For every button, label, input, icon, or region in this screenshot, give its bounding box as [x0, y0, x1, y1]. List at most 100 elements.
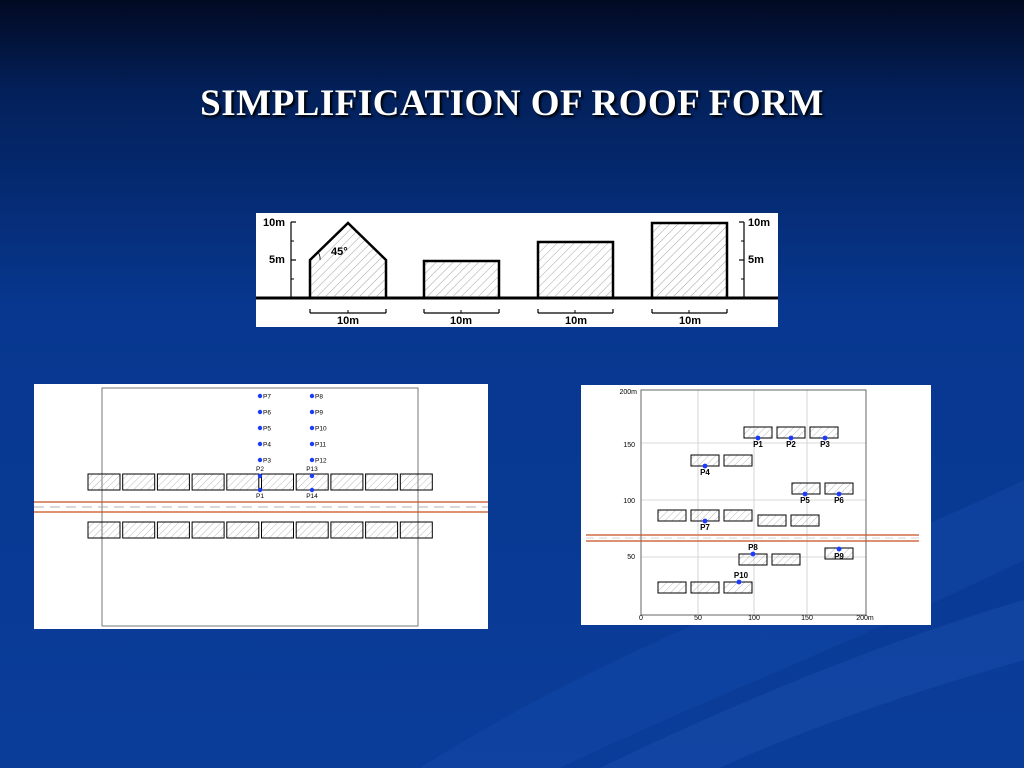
- receiver-point-p9: [309, 409, 315, 415]
- building-row2-9: [365, 521, 399, 539]
- x-tick-100: 100: [748, 615, 760, 622]
- building-row1-3: [156, 473, 190, 491]
- left-axis-top-label: 10m: [263, 217, 285, 229]
- receiver-point-p12: [309, 457, 315, 463]
- receiver-point-p2: [257, 473, 263, 479]
- flat-roof-building-10m: [650, 221, 729, 300]
- receiver-point-p7: [257, 393, 263, 399]
- receiver-point-p10: [309, 425, 315, 431]
- flat-roof-building-7m: [536, 240, 615, 300]
- building-11: [757, 514, 787, 527]
- flat-roof-building-5m: [422, 259, 501, 300]
- building-row1-5: [226, 473, 260, 491]
- plot-frame: [640, 389, 867, 616]
- receiver-point-p13: [309, 473, 315, 479]
- receiver-label-p5: P5: [263, 426, 271, 433]
- receiver-point-p4: [257, 441, 263, 447]
- receiver-label-p12: P12: [315, 458, 327, 465]
- building-row1-9: [365, 473, 399, 491]
- building-row2-3: [156, 521, 190, 539]
- left-axis-mid-label: 5m: [269, 254, 285, 266]
- receiver-label-p8: P8: [315, 394, 323, 401]
- width-dimension-4: 10m: [651, 309, 728, 327]
- building-row2-8: [330, 521, 364, 539]
- building-8: [657, 509, 687, 522]
- receiver-point-p1: [755, 435, 761, 441]
- receiver-label-p14: P14: [306, 493, 318, 500]
- receiver-label-p8: P8: [748, 543, 758, 552]
- receiver-label-p1: P1: [753, 440, 763, 449]
- road: [34, 501, 488, 513]
- receiver-label-p7: P7: [263, 394, 271, 401]
- building-17: [690, 581, 720, 594]
- width-dimension-2: 10m: [423, 309, 500, 327]
- receiver-point-p10: [736, 579, 742, 585]
- y-tick-100: 100: [623, 498, 635, 505]
- receiver-point-p1: [257, 487, 263, 493]
- receiver-label-p2: P2: [786, 440, 796, 449]
- receiver-point-p5: [257, 425, 263, 431]
- gable-roof-building: [308, 221, 388, 300]
- receiver-label-p4: P4: [263, 442, 271, 449]
- y-tick-50: 50: [627, 554, 635, 561]
- receiver-label-p9: P9: [315, 410, 323, 417]
- left-height-axis: 10m 5m: [263, 217, 296, 298]
- road: [586, 534, 919, 542]
- grid-lines: [641, 390, 866, 615]
- receiver-label-p4: P4: [700, 468, 710, 477]
- receiver-point-p11: [309, 441, 315, 447]
- receiver-label-p6: P6: [834, 496, 844, 505]
- roof-angle-label: 45°: [331, 246, 348, 258]
- receiver-label-p11: P11: [315, 442, 326, 449]
- x-tick-0: 0: [639, 615, 643, 622]
- receiver-point-p8: [750, 551, 756, 557]
- receiver-point-p4: [702, 463, 708, 469]
- receiver-point-p7: [702, 518, 708, 524]
- receiver-point-p5: [802, 491, 808, 497]
- receiver-label-p10: P10: [734, 571, 749, 580]
- svg-text:10m: 10m: [679, 315, 701, 327]
- receiver-label-p13: P13: [306, 466, 318, 473]
- y-tick-200: 200m: [619, 389, 637, 396]
- building-row1-10: [399, 473, 433, 491]
- receiver-point-p6: [257, 409, 263, 415]
- receiver-point-p2: [788, 435, 794, 441]
- svg-text:10m: 10m: [337, 315, 359, 327]
- building-12: [790, 514, 820, 527]
- building-row2-7: [295, 521, 329, 539]
- building-row2-2: [122, 521, 156, 539]
- building-16: [657, 581, 687, 594]
- receiver-point-p3: [822, 435, 828, 441]
- svg-text:10m: 10m: [565, 315, 587, 327]
- receiver-label-p6: P6: [263, 410, 271, 417]
- building-row2-4: [191, 521, 225, 539]
- building-row2-6: [261, 521, 294, 539]
- right-axis-top-label: 10m: [748, 217, 770, 229]
- building-row2-5: [226, 521, 260, 539]
- slide-title: SIMPLIFICATION OF ROOF FORM: [200, 83, 824, 124]
- building-row2-1: [87, 521, 121, 539]
- roof-form-diagram: 10m 5m 10m 5m 45° 10m: [256, 213, 778, 327]
- svg-text:10m: 10m: [450, 315, 472, 327]
- x-tick-150: 150: [801, 615, 813, 622]
- building-14: [771, 553, 801, 566]
- receiver-label-p7: P7: [700, 523, 710, 532]
- building-row1-1: [87, 473, 121, 491]
- building-row1-8: [330, 473, 364, 491]
- receiver-label-p3: P3: [263, 458, 271, 465]
- width-dimension-3: 10m: [537, 309, 614, 327]
- receiver-label-p10: P10: [315, 426, 327, 433]
- receiver-label-p9: P9: [834, 552, 844, 561]
- receiver-point-p9: [836, 546, 842, 552]
- receiver-point-p8: [309, 393, 315, 399]
- x-tick-50: 50: [694, 615, 702, 622]
- building-5: [723, 454, 753, 467]
- width-dimension-1: 10m: [309, 309, 387, 327]
- building-row1-6: [261, 473, 294, 491]
- building-10: [723, 509, 753, 522]
- receiver-point-p6: [836, 491, 842, 497]
- receiver-label-p1: P1: [256, 493, 264, 500]
- right-axis-mid-label: 5m: [748, 254, 764, 266]
